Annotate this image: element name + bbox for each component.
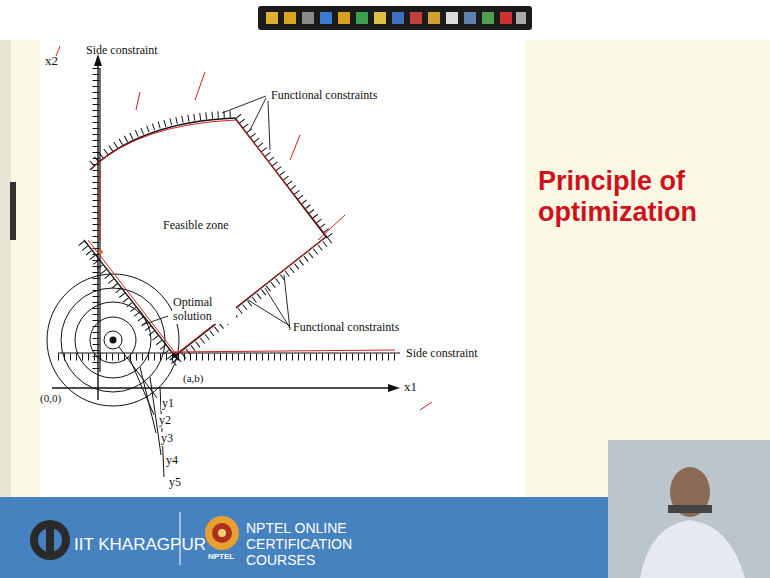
axis-label: Side constraint (406, 347, 478, 361)
side-constraints (58, 68, 400, 372)
region-label: Feasible zone (163, 219, 229, 233)
contour-label: y3 (160, 432, 174, 446)
toolbar (258, 6, 532, 30)
objective-contours (47, 274, 179, 477)
side-tab (10, 182, 16, 240)
iit-emblem (30, 520, 70, 560)
logo-text: NPTEL (208, 552, 234, 561)
point-label: (a,b) (182, 372, 204, 385)
left-margin (0, 40, 11, 497)
callout-text: Optimal solution (172, 296, 236, 324)
slide-title: Principle of optimization (538, 166, 738, 228)
presenter-video (608, 440, 770, 578)
institute-name: IIT KHARAGPUR (74, 535, 206, 555)
contour-label: y5 (168, 476, 182, 490)
top-strip (0, 0, 770, 40)
pen-dot (99, 250, 103, 254)
callout-text: Functional constraints (292, 321, 400, 335)
axis-label: Side constraint (86, 44, 158, 58)
contour-label: y2 (158, 414, 172, 428)
pen-annotations (56, 46, 432, 410)
axis-label: x2 (45, 54, 58, 69)
figure-panel (40, 40, 525, 497)
point-label: (0,0) (40, 392, 61, 405)
callout-text: Functional constraints (270, 89, 378, 103)
axes (52, 62, 392, 400)
contour-label: y4 (165, 454, 179, 468)
leader-lines (142, 96, 290, 330)
axis-arrow (388, 384, 400, 392)
axis-label: x1 (404, 380, 417, 395)
nptel-logo (205, 516, 239, 550)
optimum-point (110, 337, 117, 344)
contour-label: y1 (161, 397, 175, 411)
course-banner: NPTEL ONLINE CERTIFICATION COURSES (246, 520, 416, 568)
